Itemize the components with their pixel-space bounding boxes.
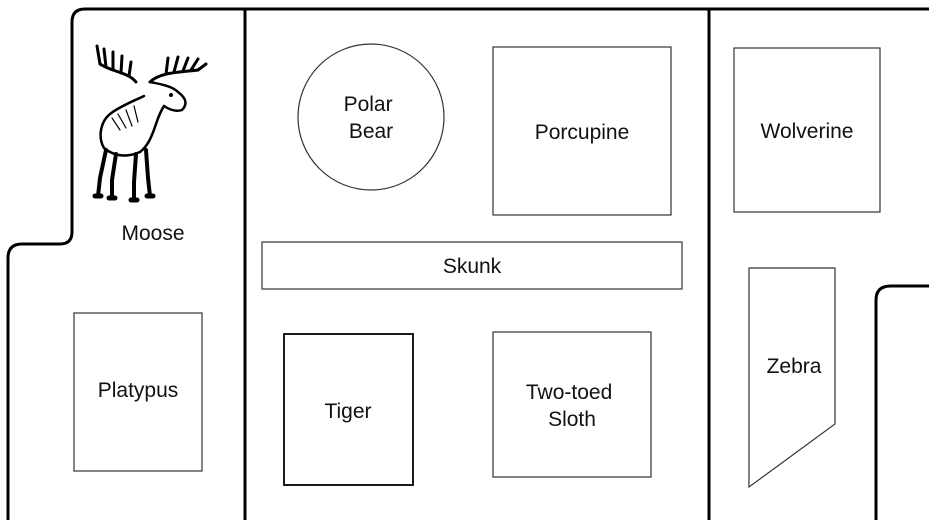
west-wall (6, 7, 929, 520)
sloth-label: Two-toed Sloth (526, 381, 618, 431)
tiger-pen (283, 333, 414, 486)
wolverine-pen (733, 47, 881, 213)
tiger-enclosure[interactable]: Tiger (283, 333, 414, 486)
sloth-pen (492, 331, 652, 478)
platypus-label: Platypus (98, 379, 179, 402)
zebra-enclosure[interactable]: Zebra (748, 267, 836, 489)
sloth-label-line-2: Sloth (548, 408, 596, 431)
tiger-label: Tiger (324, 400, 371, 423)
porcupine-label: Porcupine (535, 121, 630, 144)
sloth-label-line-1: Two-toed (526, 381, 612, 404)
polar-bear-label-line-1: Polar (344, 93, 393, 116)
moose-label: Moose (121, 222, 184, 245)
zebra-label: Zebra (767, 355, 822, 378)
moose-enclosure[interactable]: Moose (92, 44, 208, 245)
porcupine-pen (492, 46, 672, 216)
skunk-label: Skunk (443, 255, 502, 278)
skunk-pen (261, 241, 683, 290)
zebra-pen (748, 267, 836, 489)
platypus-pen (73, 312, 203, 472)
wolverine-enclosure[interactable]: Wolverine (733, 47, 881, 213)
moose-icon (92, 44, 208, 203)
porcupine-enclosure[interactable]: Porcupine (492, 46, 672, 216)
platypus-enclosure[interactable]: Platypus (73, 312, 203, 472)
sloth-enclosure[interactable]: Two-toed Sloth (492, 331, 652, 478)
polar-bear-label-line-2: Bear (349, 120, 393, 143)
skunk-enclosure[interactable]: Skunk (261, 241, 683, 290)
wolverine-label: Wolverine (761, 120, 854, 143)
polar-bear-label: Polar Bear (344, 93, 399, 143)
east-wall (874, 284, 929, 520)
polar-bear-pool (297, 43, 445, 191)
polar-bear-enclosure[interactable]: Polar Bear (297, 43, 445, 191)
